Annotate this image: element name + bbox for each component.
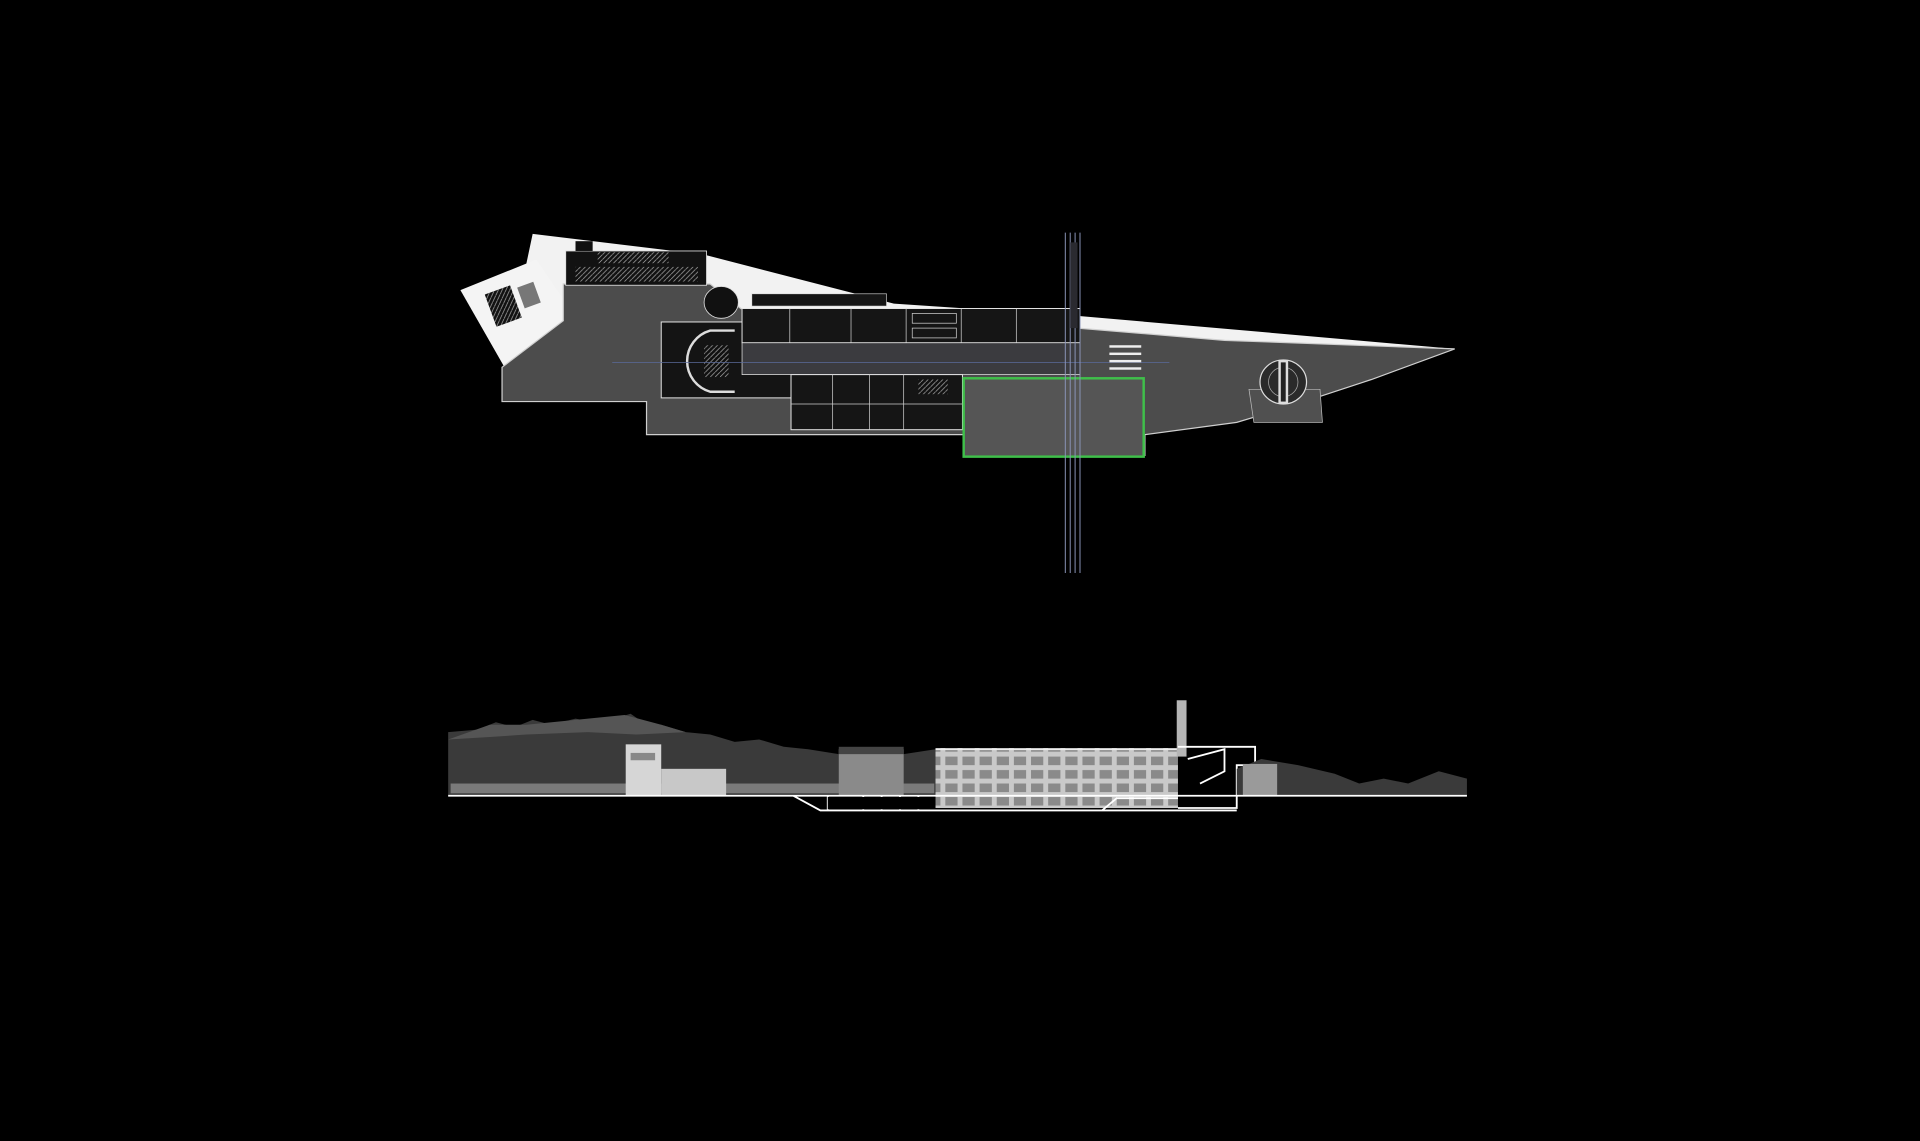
tower-building — [625, 744, 662, 796]
bell-tower — [1176, 700, 1187, 757]
auditorium — [685, 329, 735, 393]
round-stair — [703, 286, 739, 319]
central-corridor — [741, 342, 1081, 375]
entrance-steps — [1109, 345, 1142, 370]
solar-panel-grid — [484, 285, 522, 327]
building-block-north — [741, 308, 1081, 344]
site-plan — [460, 232, 1455, 573]
low-building — [661, 768, 727, 796]
plan-white-ground — [504, 233, 1455, 368]
highlighted-area-outline — [962, 377, 1145, 458]
hills-right — [1236, 759, 1467, 796]
site-elevation — [448, 700, 1467, 812]
round-tower-plan — [1259, 359, 1308, 405]
historic-building — [838, 749, 904, 796]
mountain-silhouette — [448, 713, 936, 796]
